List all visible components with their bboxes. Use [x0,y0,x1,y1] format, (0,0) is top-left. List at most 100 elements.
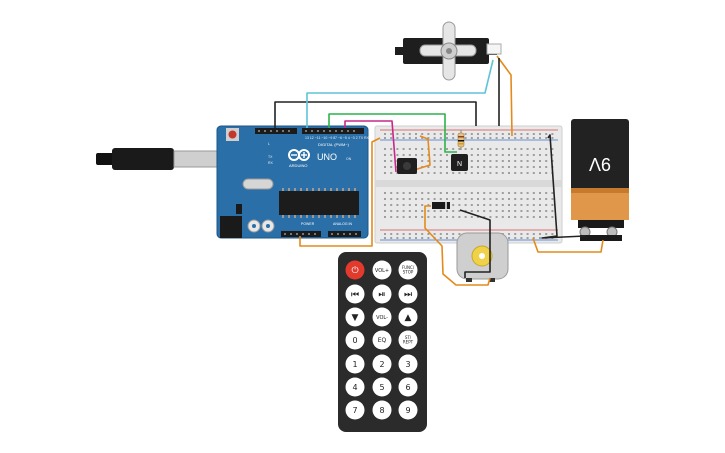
digit-7-button-label: 7 [352,406,357,415]
diode[interactable] [432,202,450,209]
atmega-chip [279,191,359,215]
transistor-1-label: N [457,161,462,168]
wire-orange-motor [424,205,491,286]
digit-8-button[interactable]: 8 [372,400,392,420]
down-button[interactable]: ▼ [345,307,365,327]
digit-9-button[interactable]: 9 [398,400,418,420]
digit-8-button-cap[interactable] [372,400,392,420]
vol-down-button[interactable]: VOL- [372,307,392,327]
header-digital-right [302,128,364,134]
st-rept-button-cap[interactable] [398,330,418,350]
power-button[interactable]: ⏻ [345,260,365,280]
ir-receiver[interactable] [397,158,417,174]
digit-4-button-label: 4 [352,383,357,392]
vol-down-button-cap[interactable] [372,307,392,327]
digit-4-button-cap[interactable] [345,377,365,397]
play-pause-button-cap[interactable] [372,284,392,304]
digit-5-button[interactable]: 5 [372,377,392,397]
func-stop-button-label: FUNC/STOP [402,265,415,275]
digit-6-button-label: 6 [405,383,410,392]
wire-magenta [344,120,397,173]
breadboard[interactable] [374,125,563,244]
digit-2-button[interactable]: 2 [372,354,392,374]
play-pause-button[interactable]: ⏯ [372,284,392,304]
digit-1-button[interactable]: 1 [345,354,365,374]
prev-button-label: ⏮ [351,290,359,300]
arduino-brand: ARDUINO [289,163,307,168]
wire-cyan [306,59,494,128]
digit-0-button-cap[interactable] [345,330,365,350]
digit-2-button-cap[interactable] [372,354,392,374]
power-label: POWER [301,222,315,226]
digit-3-button[interactable]: 3 [398,354,418,374]
wires [274,55,604,286]
digit-2-button-label: 2 [379,360,384,369]
servo-connector [486,43,502,55]
up-button-label: ▲ [405,313,412,323]
wire-orange-transistor [407,135,431,173]
next-button-cap[interactable] [398,284,418,304]
reset-button-cap[interactable] [228,130,237,139]
vol-up-button-cap[interactable] [372,260,392,280]
dc-motor[interactable] [456,232,509,282]
ir-remote[interactable]: ⏻ VOL+ FUNC/STOP ⏮ ⏯ ⏭ ▼ VOL- ▲ 0 EQ ST/REPT 1 2 3 4 5 6 7… [338,252,427,432]
digit-6-button[interactable]: 6 [398,377,418,397]
func-stop-button[interactable]: FUNC/STOP [398,260,418,280]
next-button[interactable]: ⏭ [398,284,418,304]
svg-text:13 12 ~11 ~10 ~9 8: 13 12 ~11 ~10 ~9 8 [305,136,335,140]
digit-9-button-cap[interactable] [398,400,418,420]
up-button[interactable]: ▲ [398,307,418,327]
digit-7-button[interactable]: 7 [345,400,365,420]
vol-up-button[interactable]: VOL+ [372,260,392,280]
servo-horn[interactable] [419,21,477,81]
wire-orange-battery-pos [532,237,604,253]
wire-black-top [274,101,477,128]
wire-green [328,113,457,153]
digit-8-button-label: 8 [379,406,384,415]
battery-label: 9V [589,154,611,174]
wire-black-motor [459,209,491,278]
eq-button[interactable]: EQ [372,330,392,350]
prev-button[interactable]: ⏮ [345,284,365,304]
vol-down-button-label: VOL- [376,315,388,321]
power-button-cap[interactable] [345,260,365,280]
digit-3-button-label: 3 [405,360,410,369]
9v-battery[interactable]: 9V [571,119,629,241]
digit-4-button[interactable]: 4 [345,377,365,397]
st-rept-button[interactable]: ST/REPT [398,330,418,350]
led-label-rx: RX [268,161,274,165]
func-stop-button-cap[interactable] [398,260,418,280]
header-power [281,231,321,237]
servo-motor[interactable] [395,21,502,81]
digit-6-button-cap[interactable] [398,377,418,397]
transistor-npn-1[interactable]: N [451,154,468,171]
digit-7-button-cap[interactable] [345,400,365,420]
led-label-l: L [268,142,270,146]
digit-0-button-label: 0 [352,336,357,345]
arduino-logo [288,149,310,161]
digit-1-button-cap[interactable] [345,354,365,374]
up-button-cap[interactable] [398,307,418,327]
led-label-tx: TX [268,155,273,159]
digital-pwm-label: DIGITAL (PWM~) [318,142,350,147]
play-pause-button-label: ⏯ [378,290,385,300]
arduino-uno-board[interactable]: 13 12 ~11 ~10 ~9 8 7 ~6 ~5 4 ~3 2 TX RX … [216,125,370,239]
eq-button-cap[interactable] [372,330,392,350]
digit-5-button-cap[interactable] [372,377,392,397]
breadboard-holes [384,133,554,239]
eq-button-label: EQ [378,337,387,344]
digit-0-button[interactable]: 0 [345,330,365,350]
usb-cable[interactable] [96,148,223,170]
prev-button-cap[interactable] [345,284,365,304]
power-button-label: ⏻ [351,265,358,276]
power-jack[interactable] [220,216,242,238]
on-led-label: ON [346,157,352,161]
down-button-cap[interactable] [345,307,365,327]
wire-orange-servo-power [496,55,513,137]
resistor[interactable] [457,130,465,150]
svg-text:7 ~6 ~5 4 ~3 2 TX RX: 7 ~6 ~5 4 ~3 2 TX RX [335,136,370,140]
digit-3-button-cap[interactable] [398,354,418,374]
crystal-oscillator [242,178,274,190]
